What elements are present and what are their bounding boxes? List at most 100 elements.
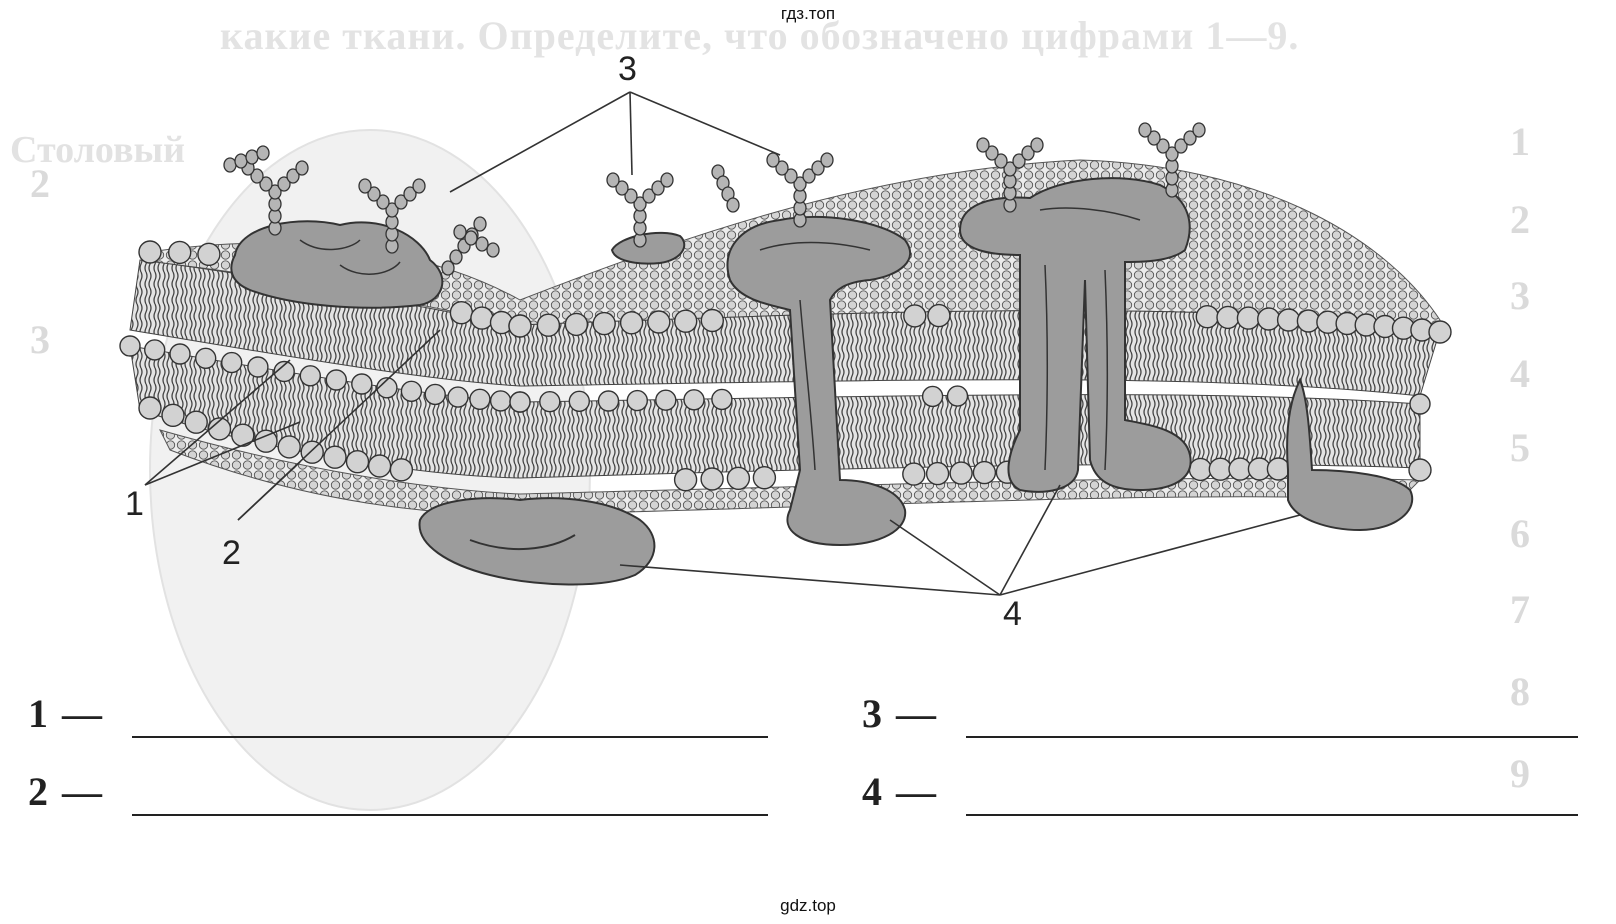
background-number: 5 — [1510, 425, 1530, 470]
phospholipid-head — [1228, 457, 1252, 481]
answer-row-1: 1— — [28, 690, 768, 750]
sugar-unit — [464, 230, 478, 246]
sugar-unit — [277, 176, 291, 192]
sugar-unit — [1174, 138, 1188, 154]
sugar-unit — [784, 168, 798, 184]
phospholipid-head — [508, 314, 532, 338]
sugar-unit — [1192, 122, 1206, 138]
sugar-unit — [286, 168, 300, 184]
phospholipid-head — [376, 377, 398, 399]
phospholipid-head — [345, 450, 370, 474]
sugar-unit — [615, 180, 629, 196]
phospholipid-head — [489, 390, 512, 412]
sugar-unit — [223, 157, 237, 173]
phospholipid-head — [167, 240, 192, 265]
phospholipid-head — [592, 311, 616, 336]
phospholipid-head — [300, 440, 324, 464]
answer-number: 4 — [862, 769, 882, 814]
phospholipid-head — [247, 356, 269, 378]
phospholipid-head — [509, 391, 531, 413]
phospholipid-head — [323, 445, 347, 469]
diagram-label-4: 4 — [1003, 595, 1022, 633]
phospholipid-head — [619, 311, 644, 335]
phospholipid-head — [351, 373, 373, 395]
sugar-unit — [985, 145, 999, 161]
diagram-label-1: 1 — [125, 485, 144, 523]
phospholipid-head — [655, 389, 677, 411]
sugar-unit — [624, 188, 638, 204]
background-number: 3 — [1510, 273, 1530, 318]
phospholipid-head — [143, 339, 166, 361]
phospholipid-head — [1256, 307, 1281, 331]
phospholipid-head — [138, 240, 162, 264]
phospholipid-head — [673, 468, 698, 492]
answer-number: 3 — [862, 691, 882, 736]
phospholipid-heads-middle — [119, 335, 1431, 415]
background-number: 4 — [1510, 351, 1530, 396]
answer-input-line-3[interactable] — [966, 736, 1578, 738]
answer-input-line-1[interactable] — [132, 736, 768, 738]
sugar-unit — [660, 172, 674, 188]
background-number: 6 — [1510, 511, 1530, 556]
phospholipid-head — [273, 360, 295, 383]
sugar-unit — [642, 188, 656, 204]
phospholipid-head — [1188, 457, 1213, 482]
sugar-unit — [453, 224, 467, 240]
phospholipid-head — [726, 466, 751, 490]
watermark-bottom: gdz.top — [780, 896, 836, 915]
phospholipid-head — [277, 435, 301, 459]
diagram-label-3: 3 — [618, 50, 637, 88]
phospholipid-head — [647, 310, 671, 334]
sugar-unit — [651, 180, 665, 196]
phospholipid-head — [1408, 458, 1432, 482]
background-title: какие ткани. Определите, что обозначено … — [220, 13, 1300, 58]
sugar-unit — [994, 153, 1008, 169]
phospholipid-head — [197, 242, 221, 267]
answer-input-line-4[interactable] — [966, 814, 1578, 816]
sugar-unit — [412, 178, 426, 194]
background-number: 2 — [30, 161, 50, 206]
background-number: 8 — [1510, 669, 1530, 714]
phospholipid-head — [972, 460, 997, 485]
phospholipid-head — [1296, 309, 1321, 333]
phospholipid-head — [700, 308, 724, 333]
sugar-unit — [486, 242, 500, 258]
answer-row-3: 3— — [862, 690, 1582, 750]
phospholipid-head — [1428, 320, 1452, 344]
phospholipid-head — [927, 303, 951, 328]
sugar-unit — [268, 184, 282, 200]
answer-row-4: 4— — [862, 768, 1582, 828]
phospholipid-head — [626, 389, 648, 412]
phospholipid-heads-outer — [138, 240, 1452, 344]
transmembrane-protein-c — [1286, 377, 1413, 532]
answer-dash: — — [896, 769, 936, 814]
phospholipid-head — [1208, 457, 1233, 481]
answer-dash: — — [896, 691, 936, 736]
sugar-unit — [820, 152, 834, 168]
phospholipid-head — [921, 385, 944, 408]
sugar-unit — [1030, 137, 1044, 153]
glycocalyx-chains — [223, 122, 1206, 276]
sugar-unit — [358, 178, 372, 194]
sugar-unit — [376, 194, 390, 210]
peripheral-protein-top-center — [610, 231, 686, 265]
background-number: 2 — [1510, 197, 1530, 242]
answer-input-line-2[interactable] — [132, 814, 768, 816]
phospholipid-head — [138, 396, 162, 420]
phospholipid-heads-inner — [138, 396, 1432, 492]
answer-dash: — — [62, 769, 102, 814]
phospholipid-head — [711, 388, 733, 411]
phospholipid-head — [1195, 305, 1220, 329]
phospholipid-head — [220, 351, 243, 374]
diagram-label-2: 2 — [222, 534, 241, 572]
sugar-unit — [473, 216, 487, 232]
phospholipid-head — [752, 466, 777, 490]
sugar-unit — [250, 168, 264, 184]
sugar-unit — [295, 160, 309, 176]
sugar-unit — [385, 202, 399, 218]
sugar-unit — [1012, 153, 1026, 169]
phospholipid-head — [564, 312, 589, 337]
sugar-unit — [259, 176, 273, 192]
phospholipid-head — [207, 417, 232, 441]
phospholipid-head — [447, 386, 469, 408]
